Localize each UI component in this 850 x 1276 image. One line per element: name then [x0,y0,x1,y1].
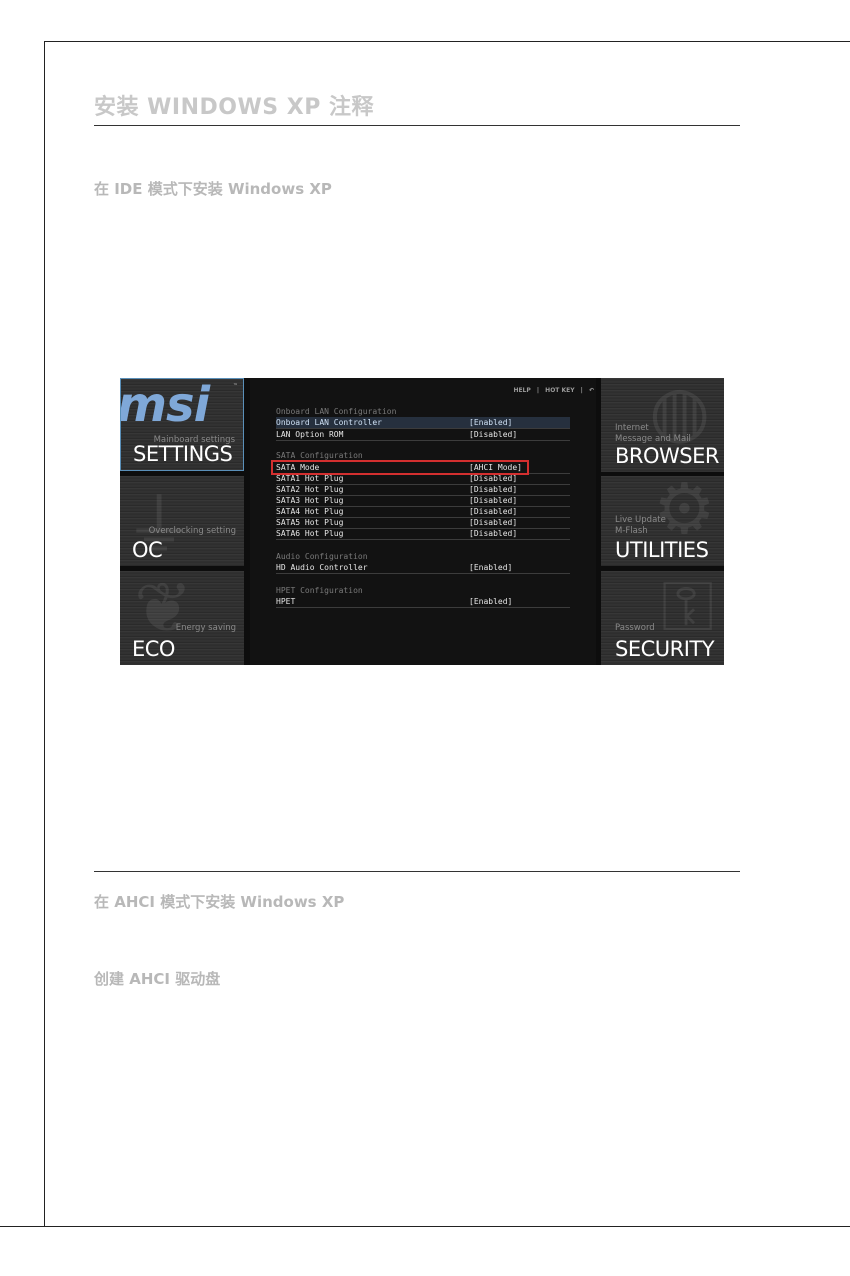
sata-mode-highlight-box [271,460,529,475]
group-audio: Audio Configuration [276,552,368,561]
tile-eco-label: ECO [132,637,175,661]
setting-label: SATA3 Hot Plug [276,496,344,505]
help-link[interactable]: HELP [513,387,531,394]
topbar-separator: | [580,387,583,394]
setting-label: SATA5 Hot Plug [276,518,344,527]
setting-label: HPET [276,597,296,606]
msi-logo-trademark: ™ [233,383,238,389]
setting-value: [Enabled] [469,563,513,572]
bios-screenshot: msi ™ Mainboard settings SETTINGS ⏚ Over… [120,378,724,665]
globe-icon: ◍ [649,378,711,452]
page-frame-bottom [0,1226,850,1227]
setting-label: SATA4 Hot Plug [276,507,344,516]
plug-icon: ⏚ [124,485,194,566]
tile-browser-subtitle-2: Message and Mail [615,434,691,444]
title-rule [94,125,740,126]
setting-label: LAN Option ROM [276,430,344,439]
setting-value: [Enabled] [469,597,513,606]
tile-oc[interactable]: ⏚ Overclocking setting OC [120,476,244,566]
tile-eco[interactable]: ❦ Energy saving ECO [120,571,244,665]
setting-value: [Disabled] [469,485,518,494]
setting-row[interactable]: Onboard LAN Controller [Enabled] [276,417,570,429]
tile-utilities-subtitle-1: Live Update [615,515,666,525]
setting-value: [Disabled] [469,507,518,516]
tile-settings[interactable]: msi ™ Mainboard settings SETTINGS [120,378,244,471]
setting-row[interactable]: HD Audio Controller [Enabled] [276,562,570,574]
msi-logo: msi [120,378,210,433]
bios-topbar: HELP | HOT KEY | ↶ [509,387,594,394]
hotkey-link[interactable]: HOT KEY [545,387,575,394]
tile-security[interactable]: ⚿ Password SECURITY [601,571,724,665]
back-icon[interactable]: ↶ [588,387,594,394]
tile-settings-label: SETTINGS [133,442,233,466]
tile-browser-label: BROWSER [615,444,719,468]
setting-row[interactable]: SATA4 Hot Plug [Disabled] [276,506,570,518]
setting-value: [Disabled] [469,430,518,439]
setting-label: HD Audio Controller [276,563,368,572]
tile-oc-subtitle: Overclocking setting [148,526,236,536]
setting-label: SATA2 Hot Plug [276,485,344,494]
leaf-icon: ❦ [134,571,193,649]
section-heading-driver-disk: 创建 AHCI 驱动盘 [94,970,221,988]
tile-security-label: SECURITY [615,637,715,661]
gear-icon: ⚙ [653,476,716,550]
tile-browser[interactable]: ◍ Internet Message and Mail BROWSER [601,378,724,472]
section-heading-ide: 在 IDE 模式下安装 Windows XP [94,180,332,198]
setting-label: SATA Mode [276,463,320,472]
group-hpet: HPET Configuration [276,586,363,595]
setting-value: [Disabled] [469,496,518,505]
group-sata: SATA Configuration [276,451,363,460]
chapter-title: 安装 WINDOWS XP 注释 [94,95,375,120]
setting-row[interactable]: HPET [Enabled] [276,596,570,608]
setting-value: [AHCI Mode] [469,463,522,472]
tile-utilities[interactable]: ⚙ Live Update M-Flash UTILITIES [601,476,724,566]
setting-row[interactable]: SATA1 Hot Plug [Disabled] [276,473,570,485]
setting-row[interactable]: SATA3 Hot Plug [Disabled] [276,495,570,507]
group-lan: Onboard LAN Configuration [276,407,397,416]
tile-utilities-subtitle-2: M-Flash [615,526,648,536]
section-heading-ahci: 在 AHCI 模式下安装 Windows XP [94,893,345,911]
page-frame-left [44,41,45,1227]
setting-value: [Enabled] [469,418,513,427]
topbar-separator: | [536,387,540,394]
page-frame-top [45,41,850,42]
tile-browser-subtitle-1: Internet [615,423,649,433]
setting-row[interactable]: LAN Option ROM [Disabled] [276,429,570,441]
setting-value: [Disabled] [469,518,518,527]
lock-icon: ⚿ [661,571,715,647]
setting-value: [Disabled] [469,529,518,538]
bios-settings-panel: HELP | HOT KEY | ↶ Onboard LAN Configura… [250,378,596,665]
setting-value: [Disabled] [469,474,518,483]
tile-security-subtitle: Password [615,623,655,633]
setting-label: SATA6 Hot Plug [276,529,344,538]
tile-oc-label: OC [132,538,163,562]
setting-label: Onboard LAN Controller [276,418,382,427]
section-rule [94,871,740,872]
setting-label: SATA1 Hot Plug [276,474,344,483]
tile-settings-subtitle: Mainboard settings [153,435,235,445]
tile-eco-subtitle: Energy saving [175,623,236,633]
tile-utilities-label: UTILITIES [615,538,709,562]
setting-row[interactable]: SATA6 Hot Plug [Disabled] [276,528,570,540]
setting-row[interactable]: SATA5 Hot Plug [Disabled] [276,517,570,529]
setting-row[interactable]: SATA2 Hot Plug [Disabled] [276,484,570,496]
